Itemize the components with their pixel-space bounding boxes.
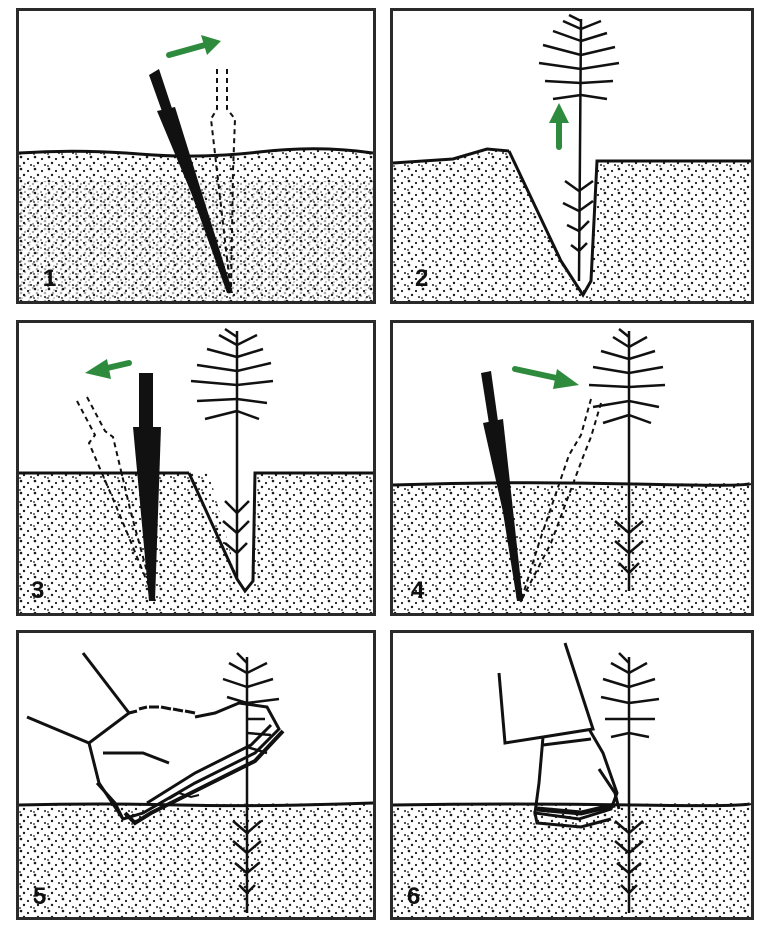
step-number: 3 bbox=[31, 577, 44, 605]
step-1-panel: 1 bbox=[16, 8, 376, 304]
step-5-illustration bbox=[19, 633, 373, 917]
boot-icon bbox=[499, 643, 619, 827]
step-5-panel: 5 bbox=[16, 630, 376, 920]
step-6-illustration bbox=[393, 633, 751, 917]
step-number: 6 bbox=[407, 883, 420, 911]
step-3-panel: 3 bbox=[16, 320, 376, 616]
step-number: 5 bbox=[33, 883, 46, 911]
step-2-illustration bbox=[393, 11, 751, 301]
arrow-icon bbox=[85, 359, 129, 379]
step-4-illustration bbox=[393, 323, 751, 613]
arrow-icon bbox=[549, 103, 569, 147]
step-number: 1 bbox=[43, 265, 56, 293]
step-number: 4 bbox=[411, 577, 424, 605]
step-3-illustration bbox=[19, 323, 373, 613]
step-1-illustration bbox=[19, 11, 373, 301]
step-4-panel: 4 bbox=[390, 320, 754, 616]
step-number: 2 bbox=[415, 265, 428, 293]
boot-icon bbox=[27, 653, 279, 819]
step-6-panel: 6 bbox=[390, 630, 754, 920]
arrow-icon bbox=[169, 35, 221, 55]
arrow-icon bbox=[515, 369, 579, 389]
step-2-panel: 2 bbox=[390, 8, 754, 304]
